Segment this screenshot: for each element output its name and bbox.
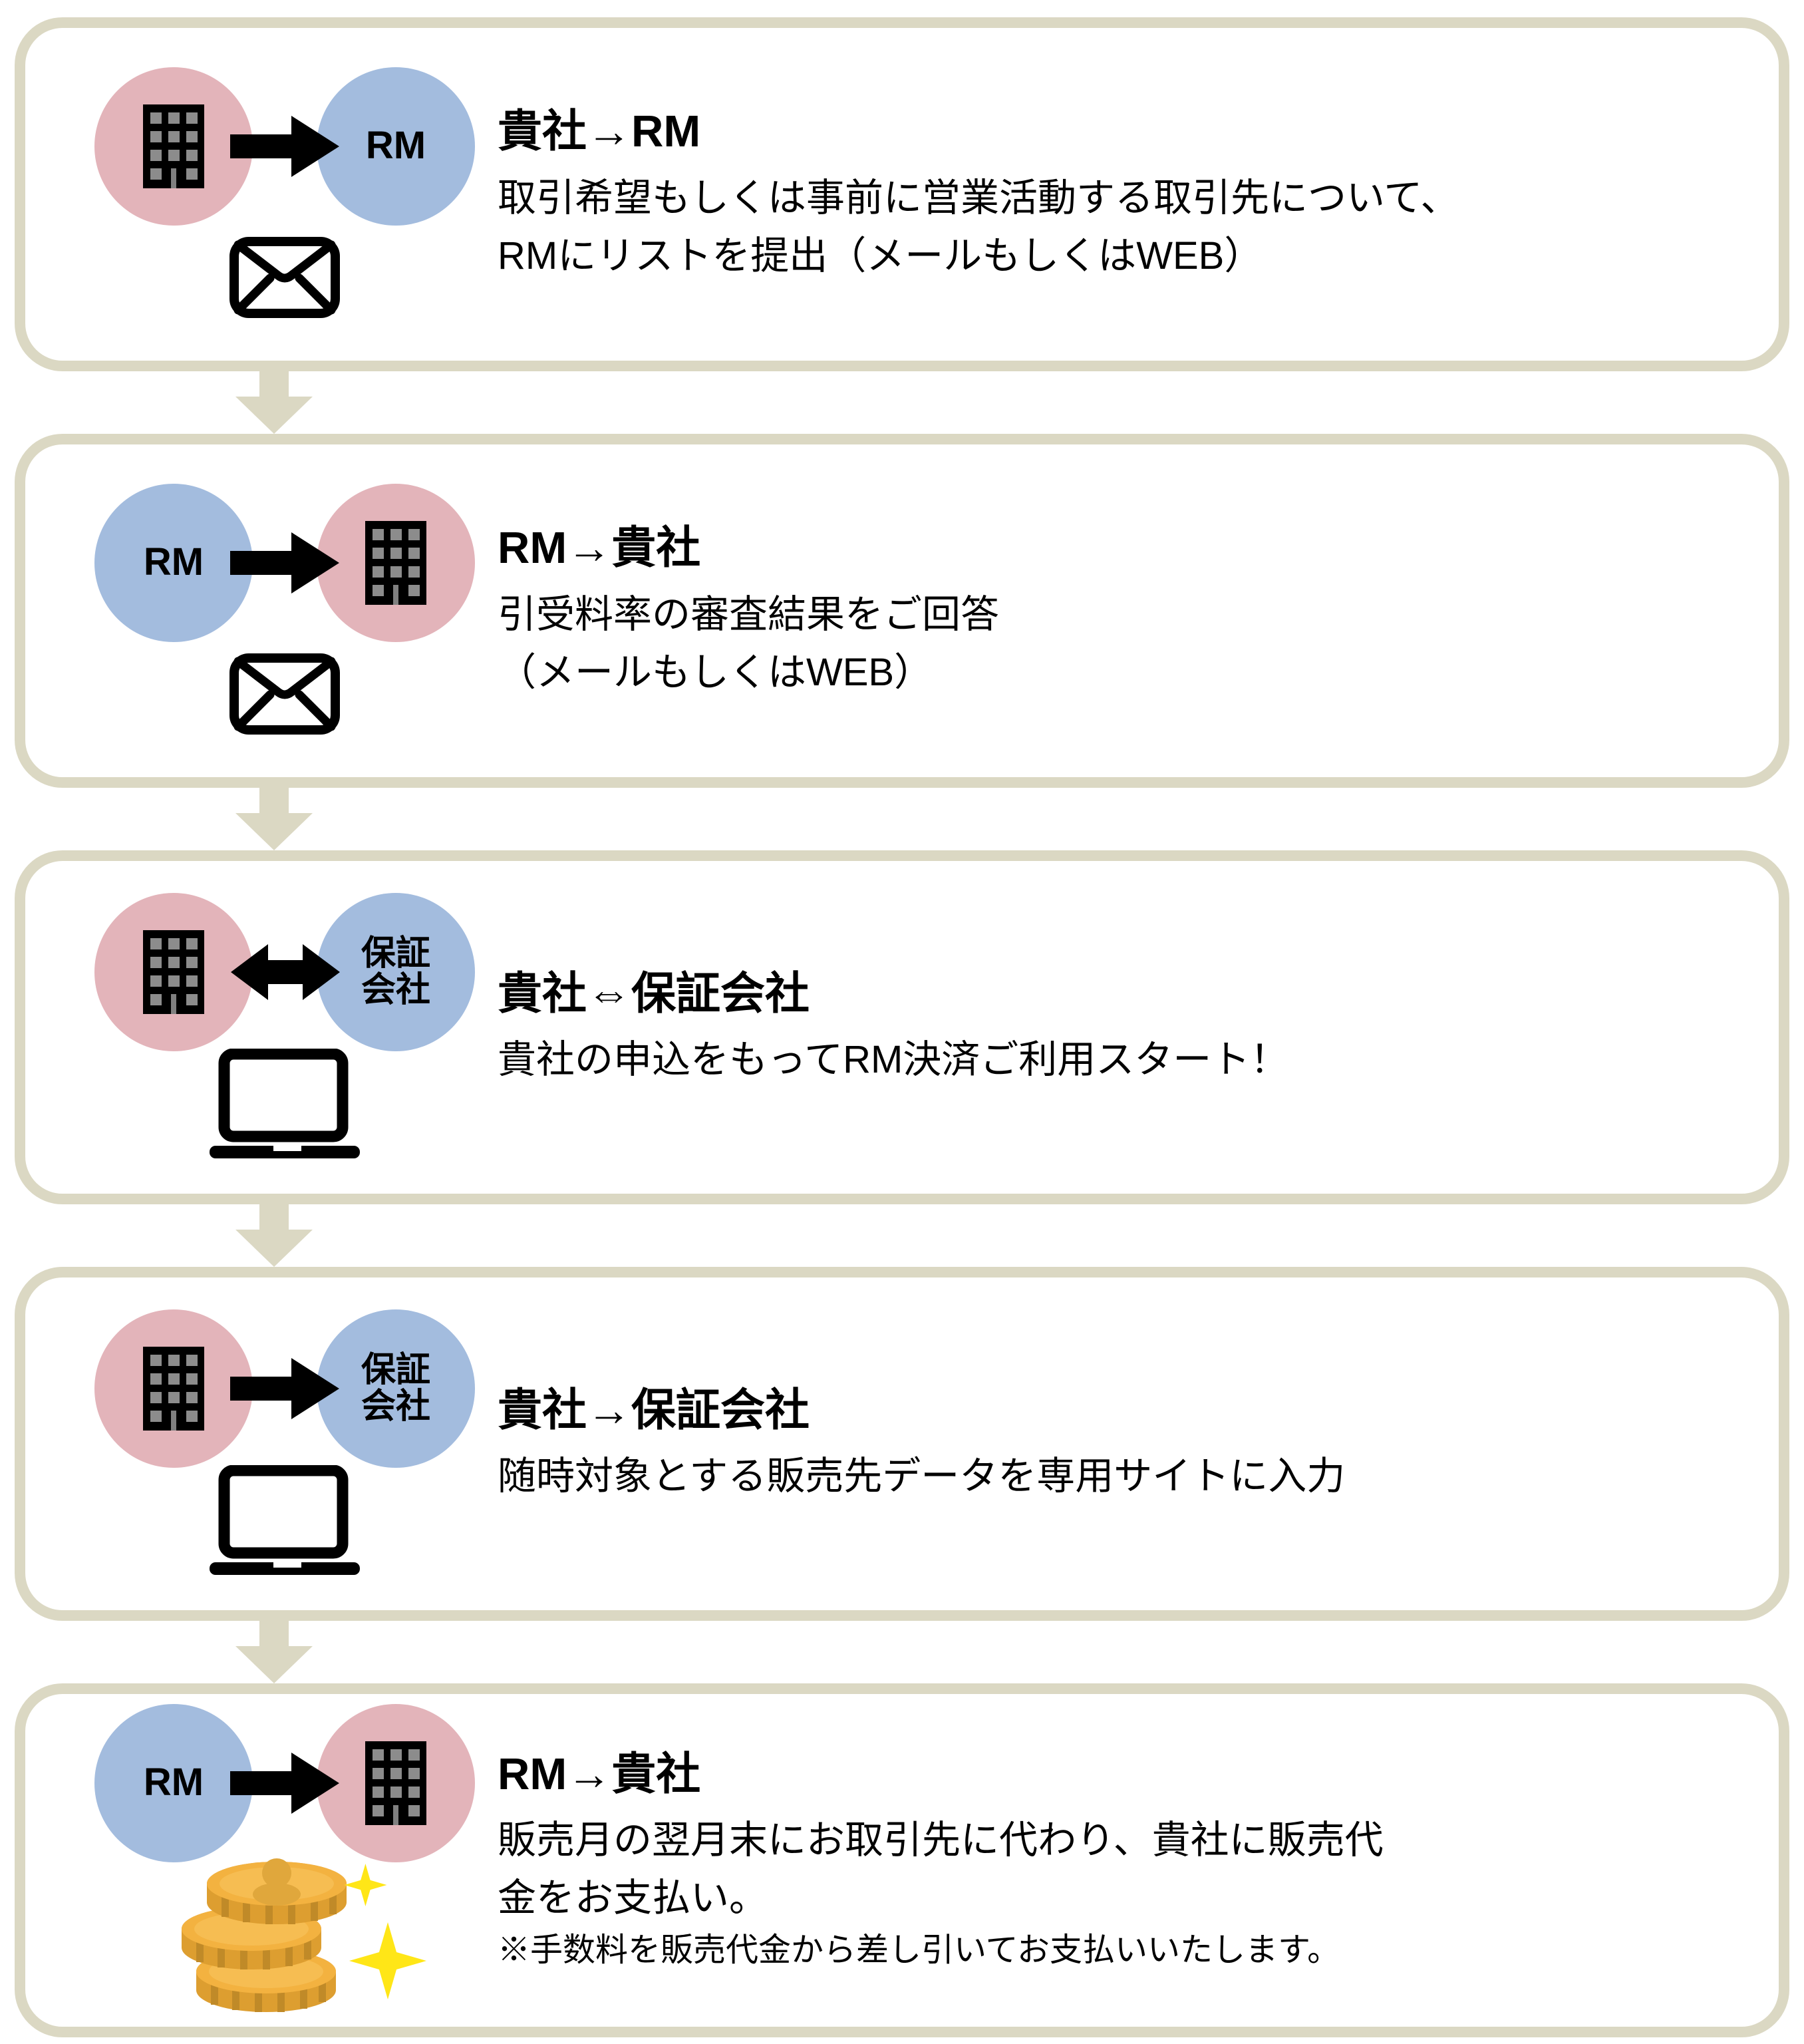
flow-right-arrow-icon bbox=[230, 115, 339, 177]
building-icon bbox=[143, 104, 204, 188]
step-2-title: RM→貴社 bbox=[498, 523, 701, 574]
envelope-icon bbox=[229, 653, 341, 739]
building-icon bbox=[365, 520, 426, 605]
step-2-icons: RM bbox=[72, 483, 498, 739]
connector-3 bbox=[15, 1204, 1789, 1267]
step-4-text: 貴社→保証会社 随時対象とする販売先データを専用サイトに入力 bbox=[498, 1383, 1779, 1506]
step-5-text: RM→貴社 販売月の翌月末にお取引先に代わり、貴社に販売代 金をお支払い。 ※手… bbox=[498, 1747, 1779, 1975]
company-circle bbox=[317, 483, 475, 642]
step-1-icons: RM bbox=[72, 67, 498, 322]
step-1-title: 貴社→RM bbox=[498, 106, 701, 157]
step-4-box: 保証 会社 貴社→保証会社 随時対象とする販売先データを専用サイトに入力 bbox=[15, 1267, 1789, 1621]
step-3-text: 貴社⇔保証会社 貴社の申込をもってRM決済ご利用スタート！ bbox=[498, 966, 1779, 1089]
connector-2 bbox=[15, 788, 1789, 850]
building-icon bbox=[143, 1346, 204, 1431]
step-1-body-line: 取引希望もしくは事前に営業活動する取引先について、 bbox=[498, 176, 1459, 220]
step-3-title: 貴社⇔保証会社 bbox=[498, 968, 810, 1019]
envelope-icon bbox=[229, 236, 341, 322]
step-5-body-line: 金をお支払い。 bbox=[498, 1876, 768, 1920]
step-3-box: 保証 会社 貴社⇔保証会社 貴社の申込をもってRM決済ご利用スタート！ bbox=[15, 850, 1789, 1204]
connector-arrow-down-icon bbox=[235, 1621, 313, 1683]
rm-circle: RM bbox=[94, 483, 253, 642]
rm-circle: RM bbox=[94, 1703, 253, 1862]
step-5-box: RM RM→貴社 販売月の翌月末にお取引先に代わり、貴社に販売代 金をお支払い。… bbox=[15, 1683, 1789, 2037]
step-1-body-line: RMにリストを提出（メールもしくはWEB） bbox=[498, 234, 1263, 277]
step-5-icons: RM bbox=[72, 1703, 498, 2017]
guarantee-company-circle: 保証 会社 bbox=[317, 1309, 475, 1468]
step-5-title: RM→貴社 bbox=[498, 1749, 701, 1799]
rm-circle: RM bbox=[317, 67, 475, 226]
connector-arrow-down-icon bbox=[235, 788, 313, 850]
guarantee-circle-label: 保証 bbox=[361, 1350, 430, 1389]
step-4-body-line: 随時対象とする販売先データを専用サイトに入力 bbox=[498, 1454, 1346, 1498]
step-2-box: RM RM→貴社 引受料率の審査結果をご回答 （メールもしくはWEB） bbox=[15, 434, 1789, 788]
step-1-text: 貴社→RM 取引希望もしくは事前に営業活動する取引先について、 RMにリストを提… bbox=[498, 104, 1779, 285]
connector-arrow-down-icon bbox=[235, 371, 313, 434]
step-1-box: RM 貴社→RM 取引希望もしくは事前に営業活動する取引先について、 RMにリス… bbox=[15, 17, 1789, 371]
coins-icon bbox=[175, 1848, 441, 2017]
guarantee-circle-label: 会社 bbox=[361, 1387, 430, 1426]
building-icon bbox=[143, 930, 204, 1014]
laptop-icon bbox=[210, 1049, 360, 1162]
connector-4 bbox=[15, 1621, 1789, 1683]
guarantee-circle-label: 保証 bbox=[361, 934, 430, 973]
flow-right-arrow-icon bbox=[230, 1752, 339, 1814]
step-3-body-line: 貴社の申込をもってRM決済ご利用スタート！ bbox=[498, 1038, 1289, 1082]
step-2-text: RM→貴社 引受料率の審査結果をご回答 （メールもしくはWEB） bbox=[498, 520, 1779, 701]
step-4-title: 貴社→保証会社 bbox=[498, 1385, 810, 1435]
guarantee-company-circle: 保証 会社 bbox=[317, 892, 475, 1051]
laptop-icon bbox=[210, 1465, 360, 1579]
company-circle bbox=[94, 67, 253, 226]
flow-right-arrow-icon bbox=[230, 1357, 339, 1419]
rm-circle-label: RM bbox=[143, 1761, 204, 1804]
step-2-body-line: 引受料率の審査結果をご回答 bbox=[498, 592, 1000, 636]
step-5-body-line: 販売月の翌月末にお取引先に代わり、貴社に販売代 bbox=[498, 1818, 1384, 1862]
step-2-body-line: （メールもしくはWEB） bbox=[498, 650, 933, 694]
company-circle bbox=[94, 892, 253, 1051]
step-4-icons: 保証 会社 bbox=[72, 1309, 498, 1579]
connector-1 bbox=[15, 371, 1789, 434]
rm-circle-label: RM bbox=[365, 124, 426, 168]
flow-both-arrow-icon bbox=[231, 943, 340, 1000]
building-icon bbox=[365, 1741, 426, 1825]
guarantee-circle-label: 会社 bbox=[361, 970, 430, 1009]
company-circle bbox=[94, 1309, 253, 1468]
company-circle bbox=[317, 1703, 475, 1862]
step-5-note: ※手数料を販売代金から差し引いてお支払いいたします。 bbox=[498, 1932, 1340, 1969]
step-3-icons: 保証 会社 bbox=[72, 892, 498, 1162]
rm-circle-label: RM bbox=[143, 540, 204, 584]
connector-arrow-down-icon bbox=[235, 1204, 313, 1267]
flow-right-arrow-icon bbox=[230, 532, 339, 594]
